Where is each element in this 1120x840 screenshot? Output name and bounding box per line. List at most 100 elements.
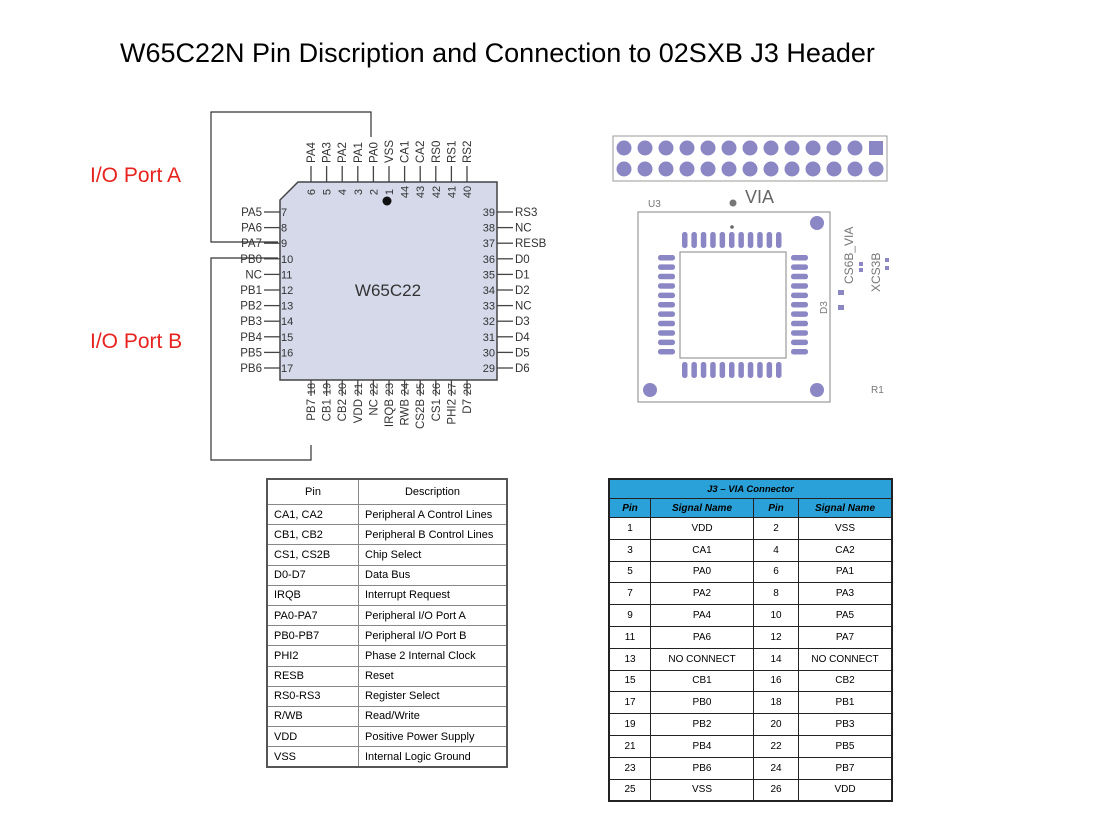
socket-pad-left xyxy=(658,255,675,261)
socket-pad-top xyxy=(738,232,744,248)
socket-pad-left xyxy=(658,273,675,280)
socket-pad-bottom xyxy=(719,362,726,378)
pin-number: 36 xyxy=(483,254,495,266)
socket-pad-top xyxy=(700,232,707,248)
desc-text-cell: Phase 2 Internal Clock xyxy=(358,645,508,667)
pin-name-label: CB1 xyxy=(322,399,334,421)
pin-name-label: NC xyxy=(368,399,380,416)
conn-signal-cell: PA7 xyxy=(798,625,893,649)
socket-pad-right xyxy=(791,349,808,355)
conn-signal-cell: VDD xyxy=(798,778,893,802)
j3-connector-table: J3 – VIA Connector Pin Signal Name Pin S… xyxy=(608,478,893,803)
xcs3b-pad-1 xyxy=(885,266,889,270)
mount-hole-bl xyxy=(643,383,657,397)
header-pad xyxy=(763,161,779,177)
conn-pin-cell: 19 xyxy=(608,713,651,736)
desc-text-cell: Data Bus xyxy=(358,564,508,586)
pin-name-label: D7 xyxy=(462,399,474,414)
socket-pad-right xyxy=(791,292,808,299)
pin-number: 1 xyxy=(384,189,396,195)
pin-number: 7 xyxy=(281,207,287,219)
pin-number: 44 xyxy=(400,186,412,198)
pin-number: 27 xyxy=(446,383,458,395)
pin-right-38: 38 NC xyxy=(483,223,532,235)
desc-text-cell: Read/Write xyxy=(358,705,508,728)
conn-signal-cell: PA1 xyxy=(798,560,893,584)
socket-pad-right xyxy=(791,283,808,289)
desc-header-row: Pin Description xyxy=(266,478,508,505)
conn-signal-cell: VSS xyxy=(650,778,754,802)
header-pad xyxy=(679,140,695,156)
pin-name-label: RS1 xyxy=(446,141,458,163)
conn-signal-cell: CB2 xyxy=(798,669,893,693)
socket-pad-left xyxy=(658,330,675,336)
conn-pin-cell: 20 xyxy=(753,713,799,736)
pin-number: 41 xyxy=(446,186,458,198)
socket-pad-bottom xyxy=(747,362,754,378)
socket-pad-right xyxy=(791,264,808,270)
socket-pad-bottom xyxy=(710,362,716,378)
pin-number: 32 xyxy=(483,316,495,328)
socket-pads xyxy=(658,232,808,378)
pin-number: 35 xyxy=(483,269,495,281)
conn-signal-cell: VDD xyxy=(650,517,754,540)
r1-label: R1 xyxy=(871,385,884,396)
pin-name-label: IRQB xyxy=(384,399,396,427)
pin-number: 37 xyxy=(483,238,495,250)
socket-pad-top xyxy=(682,232,688,248)
pin-name-label: CB2 xyxy=(337,399,349,421)
socket-pad-bottom xyxy=(729,362,735,378)
pin-name-label: D6 xyxy=(515,363,530,375)
desc-text-cell: Chip Select xyxy=(358,544,508,566)
pin-name-label: NC xyxy=(515,223,532,235)
pin-name-label: CS2B xyxy=(415,399,427,429)
pin-name-label: PB4 xyxy=(240,332,262,344)
socket-pad-bottom xyxy=(738,362,744,378)
header-pad xyxy=(847,140,863,156)
socket-pad-left xyxy=(658,339,675,346)
desc-text-cell: Peripheral B Control Lines xyxy=(358,524,508,546)
pin-name-label: D4 xyxy=(515,332,530,344)
header-pad xyxy=(658,161,674,177)
conn-pin-cell: 16 xyxy=(753,669,799,693)
pin-number: 20 xyxy=(337,383,349,395)
conn-pin-cell: 11 xyxy=(608,625,651,649)
socket-pad-top xyxy=(757,232,763,248)
header-pad xyxy=(616,161,632,177)
via-label: VIA xyxy=(745,187,774,207)
pin-name-label: PA6 xyxy=(241,223,262,235)
conn-pin-cell: 1 xyxy=(608,517,651,540)
socket-pad-top xyxy=(766,232,773,248)
conn-signal-cell: PB0 xyxy=(650,691,754,715)
pin-number: 38 xyxy=(483,223,495,235)
header-pad-square xyxy=(869,141,883,155)
socket-pad-bottom xyxy=(682,362,688,378)
pin-number: 24 xyxy=(400,383,412,395)
pin-number: 12 xyxy=(281,285,293,297)
pin-name-label: PA4 xyxy=(306,142,318,163)
header-pad xyxy=(826,161,842,177)
socket-pad-bottom xyxy=(700,362,707,378)
pin-number: 10 xyxy=(281,254,293,266)
conn-signal-cell: PA0 xyxy=(650,560,754,584)
socket-pad-bottom xyxy=(766,362,773,378)
desc-pin-cell: IRQB xyxy=(266,584,359,606)
